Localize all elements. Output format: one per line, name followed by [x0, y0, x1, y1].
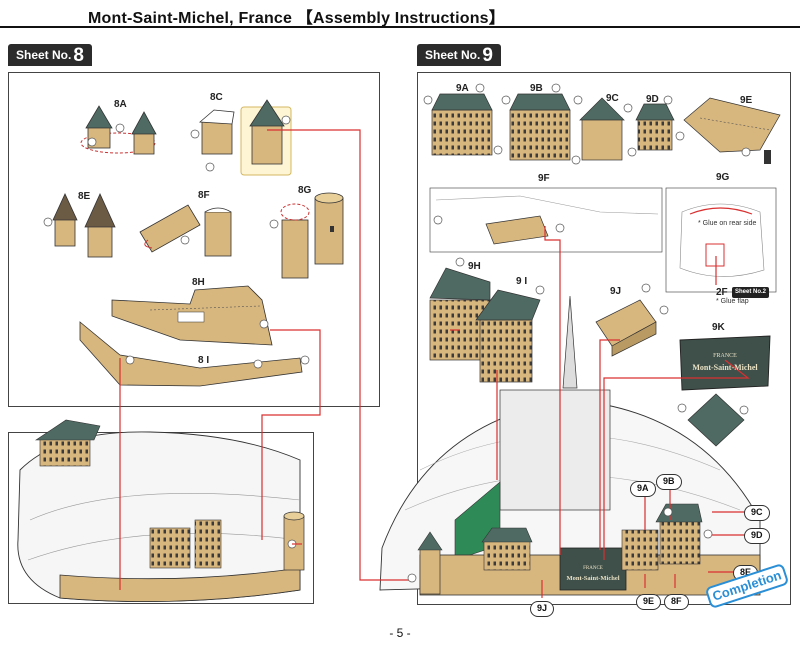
part-8f-illustration: [139, 204, 232, 257]
part-9b-illustration: [509, 93, 571, 161]
label-9j: 9J: [610, 286, 622, 297]
part-9h-9i-illustration: [429, 267, 541, 383]
note-glue-rear: * Glue on rear side: [698, 220, 757, 227]
label-8f: 8F: [198, 190, 210, 201]
part-8i-illustration: [79, 321, 310, 387]
callout-9c: 9C: [744, 505, 770, 521]
label-8h: 8H: [192, 277, 205, 288]
callout-9b: 9B: [656, 474, 682, 490]
completed-model: [379, 295, 761, 596]
sheet-9-number: 9: [482, 45, 493, 66]
label-8i: 8 I: [198, 355, 210, 366]
title-bar: Mont-Saint-Michel, France 【Assembly Inst…: [0, 0, 800, 30]
page-title: Mont-Saint-Michel, France 【Assembly Inst…: [88, 10, 505, 27]
connector-lines: [119, 129, 750, 598]
sheet-8-prefix: Sheet No.: [16, 48, 72, 62]
callout-9a: 9A: [630, 481, 656, 497]
sheet-9-prefix: Sheet No.: [425, 48, 481, 62]
label-9e: 9E: [740, 95, 753, 106]
part-8c-illustration: [190, 99, 292, 176]
sheet-8-number: 8: [73, 45, 84, 66]
part-9e-illustration: [683, 97, 781, 164]
model-sign-name: Mont-Saint-Michel: [566, 575, 620, 582]
note-glue-flap: * Glue flap: [716, 298, 749, 305]
part-8h-illustration: [111, 285, 273, 346]
model-sign-country: FRANCE: [583, 566, 603, 571]
label-8c: 8C: [210, 92, 223, 103]
sign-country: FRANCE: [713, 353, 737, 359]
part-8e-illustration: [43, 193, 116, 258]
part-9g-illustration: [665, 187, 777, 293]
label-9g: 9G: [716, 172, 730, 183]
callout-8f: 8F: [664, 594, 689, 610]
label-9k: 9K: [712, 322, 725, 333]
title-rule: [0, 26, 800, 28]
label-9c: 9C: [606, 93, 619, 104]
note-ref-part: 2F: [716, 287, 728, 298]
note-ref-sheet: Sheet No.2: [732, 287, 770, 298]
label-8e: 8E: [78, 191, 91, 202]
callout-9e: 9E: [636, 594, 662, 610]
label-8g: 8G: [298, 185, 312, 196]
label-9i: 9 I: [516, 276, 528, 287]
part-9k-illustration: [679, 335, 771, 447]
sheet-9-tab: Sheet No.9: [417, 44, 501, 66]
step-markers: [407, 83, 751, 583]
callout-9d: 9D: [744, 528, 770, 544]
label-9d: 9D: [646, 94, 659, 105]
part-8g-illustration: [269, 192, 344, 279]
label-9h: 9H: [468, 261, 481, 272]
label-8a: 8A: [114, 99, 127, 110]
part-8a-illustration: [80, 105, 157, 155]
part-9d-illustration: [635, 103, 675, 151]
sheet-8-result-model: [17, 419, 305, 603]
part-9j-illustration: [595, 299, 657, 357]
sheet-8-tab: Sheet No.8: [8, 44, 92, 66]
page-number: - 5 -: [389, 626, 411, 640]
part-9a-illustration: [431, 93, 493, 156]
label-9a: 9A: [456, 83, 469, 94]
part-9c-illustration: [579, 97, 625, 161]
sign-name: Mont-Saint-Michel: [692, 363, 758, 372]
label-9b: 9B: [530, 83, 543, 94]
label-9f: 9F: [538, 173, 550, 184]
callout-9j: 9J: [530, 601, 555, 617]
part-9f-illustration: [429, 187, 663, 253]
